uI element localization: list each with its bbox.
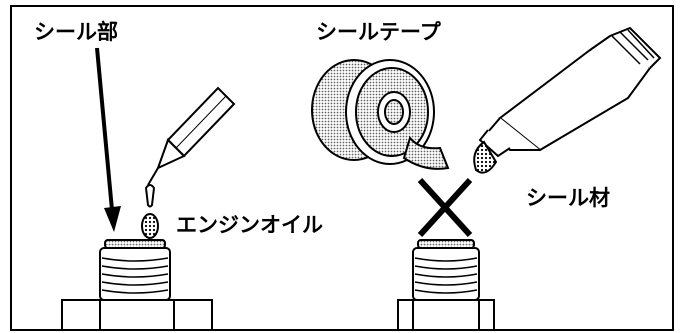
- seal-tape-label: シールテープ: [316, 20, 441, 44]
- engine-oil-label: エンジンオイル: [176, 213, 323, 237]
- oil-dropper: [141, 86, 236, 239]
- seal-tape-roll: [311, 59, 450, 170]
- left-fitting: [61, 239, 213, 331]
- right-fitting: [397, 239, 495, 331]
- prohibited-x-mark: [417, 177, 473, 238]
- seal-part-label: シール部: [34, 20, 118, 44]
- seal-part-arrow: [95, 47, 121, 232]
- sealant-tube: [473, 26, 662, 174]
- sealant-label: シール材: [526, 186, 610, 210]
